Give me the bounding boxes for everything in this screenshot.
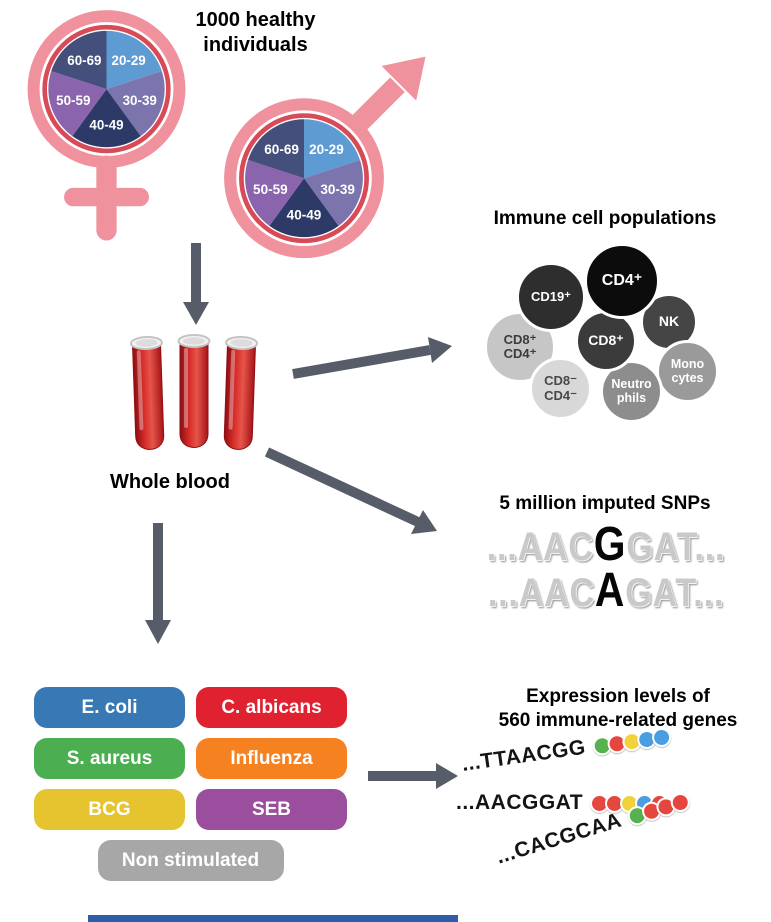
pie-slice xyxy=(72,89,141,148)
cell-label: CD8⁺ xyxy=(588,332,624,349)
male-arrow-head xyxy=(381,56,426,101)
expression-title-line2: 560 immune-related genes xyxy=(498,709,738,731)
arrow-blood-to-cells-icon xyxy=(292,345,431,379)
pie-slice xyxy=(106,30,162,90)
cohort-title: 1000 healthy individuals xyxy=(168,8,343,58)
arrow-head-icon xyxy=(436,763,458,789)
female-ring xyxy=(27,10,186,168)
pie-label: 20-29 xyxy=(309,142,344,157)
pie-slice xyxy=(48,71,107,137)
arrow-head-icon xyxy=(183,302,209,325)
cell-label: Mono xyxy=(670,356,705,371)
stimulus-ecoli: E. coli xyxy=(34,687,185,728)
pie-label: 50-59 xyxy=(253,182,288,197)
arrow-head-icon xyxy=(428,337,452,363)
expression-title-line1: Expression levels of xyxy=(526,686,710,707)
blood-tubes-icon xyxy=(129,334,259,450)
blood-tube-icon xyxy=(177,334,211,448)
pie-slice xyxy=(269,178,339,238)
cell-label: CD8⁻ xyxy=(544,373,577,389)
pie-label: 30-39 xyxy=(123,93,157,108)
pie-label: 40-49 xyxy=(287,207,322,222)
arrow-head-icon xyxy=(411,510,437,534)
blood-tube-icon xyxy=(129,335,165,450)
cell-label: Neutro xyxy=(611,376,652,391)
stimulus-seb: SEB xyxy=(196,789,347,830)
stimulus-calbicans: C. albicans xyxy=(196,687,347,728)
stimulus-bcg: BCG xyxy=(34,789,185,830)
male-arrow-shaft xyxy=(348,77,405,135)
cell-label: CD4⁺ xyxy=(601,272,643,290)
pie-slice xyxy=(245,159,304,226)
pie-slice xyxy=(304,159,363,226)
cell-label: phils xyxy=(616,390,647,405)
snp-sequence-row: ...AACGGAT... xyxy=(472,521,741,569)
stimuli-panel: E. coli C. albicans S. aureus Influenza … xyxy=(34,687,347,881)
whole-blood-label: Whole blood xyxy=(110,471,230,493)
cell-label: NK xyxy=(658,313,680,330)
female-cross-horizontal xyxy=(64,187,149,207)
stimulus-influenza: Influenza xyxy=(196,738,347,779)
pie-slice xyxy=(304,119,361,179)
stimulus-non-stimulated: Non stimulated xyxy=(97,840,284,881)
male-symbol-icon: 20-29 30-39 40-49 50-59 60-69 xyxy=(224,56,426,259)
snp-seq-post: GAT... xyxy=(625,570,725,615)
pie-label: 60-69 xyxy=(264,142,299,157)
snp-variant-allele: G xyxy=(593,518,627,571)
age-pie-male: 20-29 30-39 40-49 50-59 60-69 xyxy=(245,119,363,238)
cell-cd8: CD8⁺ xyxy=(575,310,637,372)
cell-label: CD4⁻ xyxy=(544,387,577,403)
pie-slice xyxy=(247,119,304,179)
snp-variant-allele: A xyxy=(594,563,626,617)
cell-label: CD8⁺ xyxy=(503,331,537,347)
arrow-head-icon xyxy=(145,620,171,644)
cell-label: cytes xyxy=(671,370,704,385)
blood-tube-icon xyxy=(223,335,259,450)
pie-label: 40-49 xyxy=(89,118,123,133)
cell-label: CD19⁺ xyxy=(530,288,572,304)
cell-cd4: CD4⁺ xyxy=(584,243,660,319)
snps-title: 5 million imputed SNPs xyxy=(499,493,711,514)
gene-sequence-text: ...TTAACGG xyxy=(460,735,588,776)
pie-slice xyxy=(106,71,165,137)
immune-cells-title: Immune cell populations xyxy=(493,208,717,229)
pie-label: 60-69 xyxy=(67,53,101,68)
snp-seq-post: GAT... xyxy=(626,525,726,569)
age-pie-female: 20-29 30-39 40-49 50-59 60-69 xyxy=(48,30,165,148)
snp-seq-pre: ...AAC xyxy=(486,525,594,569)
expression-title: Expression levels of 560 immune-related … xyxy=(468,685,768,733)
arrow-blood-to-snps-icon xyxy=(264,447,421,527)
gene-sequence-text: ...CACGCAA xyxy=(493,808,625,869)
cell-cd8neg-cd4neg: CD8⁻CD4⁻ xyxy=(529,357,592,420)
pie-label: 20-29 xyxy=(112,53,146,68)
snp-seq-pre: ...AAC xyxy=(487,570,595,615)
snp-sequence-row: ...AACAGAT... xyxy=(472,566,741,615)
snp-sequences: ...AACGGAT... ...AACAGAT... xyxy=(448,521,764,615)
pie-label: 50-59 xyxy=(56,93,90,108)
cropped-panel-edge xyxy=(88,915,458,922)
cell-cd19: CD19⁺ xyxy=(516,262,586,332)
pie-slice xyxy=(51,30,107,90)
cohort-title-line1: 1000 healthy xyxy=(195,9,316,31)
cell-label: CD4⁺ xyxy=(503,346,537,361)
cohort-title-line2: individuals xyxy=(203,34,308,56)
gene-sequence-text: ...AACGGAT xyxy=(456,791,584,814)
male-ring xyxy=(224,98,384,259)
female-symbol-icon: 20-29 30-39 40-49 50-59 60-69 xyxy=(27,10,186,241)
pie-label: 30-39 xyxy=(320,182,355,197)
stimulus-saureus: S. aureus xyxy=(34,738,185,779)
